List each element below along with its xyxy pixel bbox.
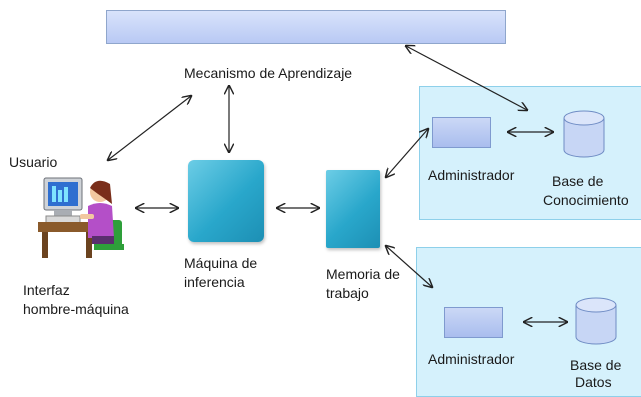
- arrow-memory-admin-top: [386, 129, 428, 177]
- connector-arrows: [0, 0, 641, 387]
- user-label: Usuario: [9, 154, 58, 170]
- engine-label-line2: inferencia: [184, 274, 245, 290]
- arrow-memory-admin-bottom: [386, 246, 432, 287]
- person-at-computer-icon: [38, 172, 130, 262]
- engine-label-line1: Máquina de: [184, 255, 258, 271]
- kb-label-line1: Base de: [552, 173, 604, 189]
- admin-box-bottom: [444, 307, 503, 338]
- learning-mechanism-label: Mecanismo de Aprendizaje: [184, 65, 353, 81]
- admin-box-top: [432, 117, 491, 148]
- interface-label-line1: Interfaz: [23, 282, 70, 298]
- working-memory-box: [326, 170, 380, 248]
- cylinder-icon: [575, 297, 617, 345]
- cylinder-icon: [563, 110, 605, 158]
- kb-label-line2: Conocimiento: [543, 192, 629, 208]
- inference-engine-box: [188, 160, 264, 242]
- arrow-user-learning: [108, 96, 191, 160]
- learning-mechanism-box: [106, 10, 506, 44]
- db-label-line2: Datos: [575, 374, 612, 390]
- db-label-line1: Base de: [570, 357, 622, 373]
- interface-label-line2: hombre-máquina: [23, 301, 129, 317]
- admin-label-top: Administrador: [428, 167, 515, 183]
- arrow-bar-knowledge: [406, 46, 527, 110]
- admin-label-bottom: Administrador: [428, 351, 515, 367]
- memory-label-line1: Memoria de: [326, 266, 400, 282]
- memory-label-line2: trabajo: [326, 285, 369, 301]
